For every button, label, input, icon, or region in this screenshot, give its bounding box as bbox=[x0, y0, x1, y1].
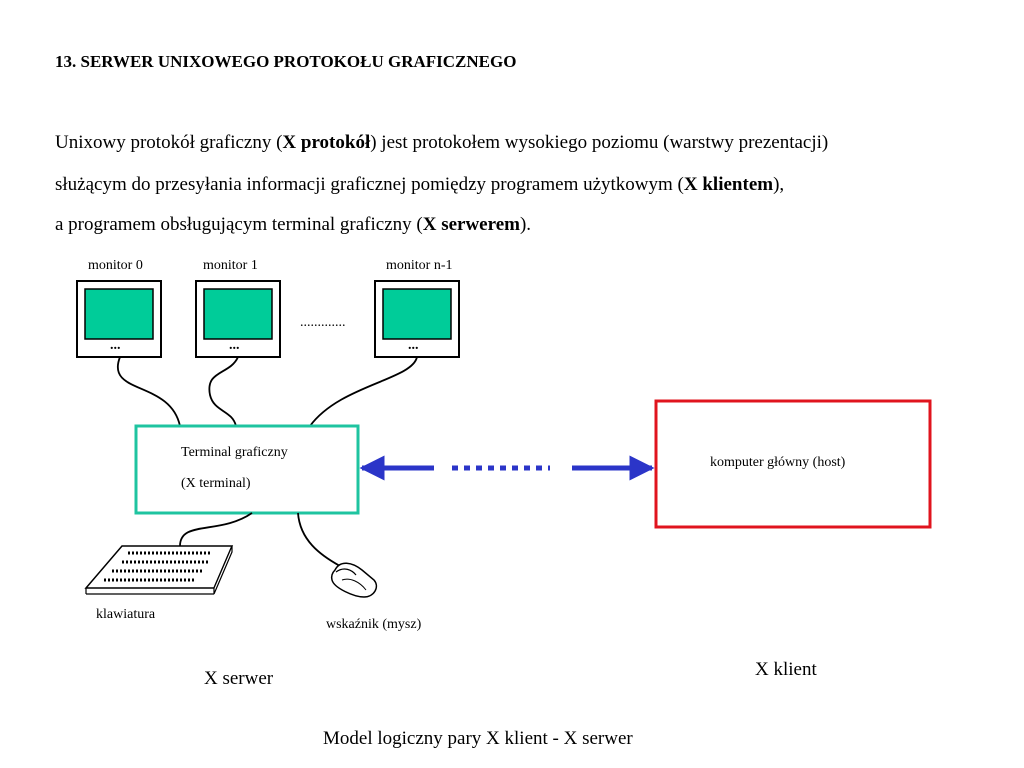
monitor-buttons: ... bbox=[408, 338, 419, 353]
terminal-sublabel: (X terminal) bbox=[181, 476, 251, 491]
paragraph-line-1: Unixowy protokół graficzny (X protokół) … bbox=[55, 132, 828, 154]
terminal-label: Terminal graficzny bbox=[181, 445, 288, 460]
paragraph-line-3: a programem obsługującym terminal grafic… bbox=[55, 214, 531, 236]
keyboard-cable bbox=[179, 512, 253, 547]
text-run-bold: X protokół bbox=[282, 132, 371, 153]
keyboard-label: klawiatura bbox=[96, 607, 156, 622]
keyboard-icon bbox=[84, 545, 234, 595]
monitor-1-label: monitor 1 bbox=[203, 258, 258, 273]
x-terminal-box bbox=[134, 424, 360, 515]
text-run: ). bbox=[519, 214, 532, 235]
monitor-0: ... bbox=[76, 280, 162, 358]
monitor-n-1: ... bbox=[374, 280, 460, 358]
text-run: ), bbox=[773, 174, 785, 195]
x-client-label: X klient bbox=[755, 659, 817, 680]
monitor-0-cable bbox=[116, 356, 181, 427]
monitor-1-cable bbox=[208, 356, 239, 427]
text-run-bold: X klientem bbox=[683, 174, 774, 195]
monitor-1: ... bbox=[195, 280, 281, 358]
text-run: Unixowy protokół graficzny ( bbox=[55, 132, 283, 153]
mouse-cable bbox=[297, 512, 341, 567]
text-run: służącym do przesyłania informacji grafi… bbox=[55, 174, 684, 195]
x-server-label: X serwer bbox=[204, 668, 274, 689]
host-label: komputer główny (host) bbox=[710, 455, 846, 470]
monitor-buttons: ... bbox=[229, 338, 240, 353]
monitor-n-1-label: monitor n-1 bbox=[386, 258, 453, 273]
paragraph-line-2: służącym do przesyłania informacji grafi… bbox=[55, 174, 784, 196]
text-run-bold: X serwerem bbox=[422, 214, 520, 235]
text-run: a programem obsługującym terminal grafic… bbox=[55, 214, 423, 235]
monitor-screen bbox=[382, 288, 452, 340]
host-box bbox=[654, 399, 932, 529]
page-heading: 13. SERWER UNIXOWEGO PROTOKOŁU GRAFICZNE… bbox=[55, 52, 517, 71]
monitor-screen bbox=[84, 288, 154, 340]
monitor-buttons: ... bbox=[110, 338, 121, 353]
monitor-screen bbox=[203, 288, 273, 340]
diagram-caption: Model logiczny pary X klient - X serwer bbox=[323, 728, 633, 749]
monitor-n-1-cable bbox=[309, 356, 418, 427]
monitors-ellipsis: ............. bbox=[300, 315, 346, 330]
mouse-icon bbox=[330, 562, 378, 598]
monitor-0-label: monitor 0 bbox=[88, 258, 143, 273]
mouse-label: wskaźnik (mysz) bbox=[326, 617, 422, 632]
text-run: ) jest protokołem wysokiego poziomu (war… bbox=[370, 132, 829, 153]
